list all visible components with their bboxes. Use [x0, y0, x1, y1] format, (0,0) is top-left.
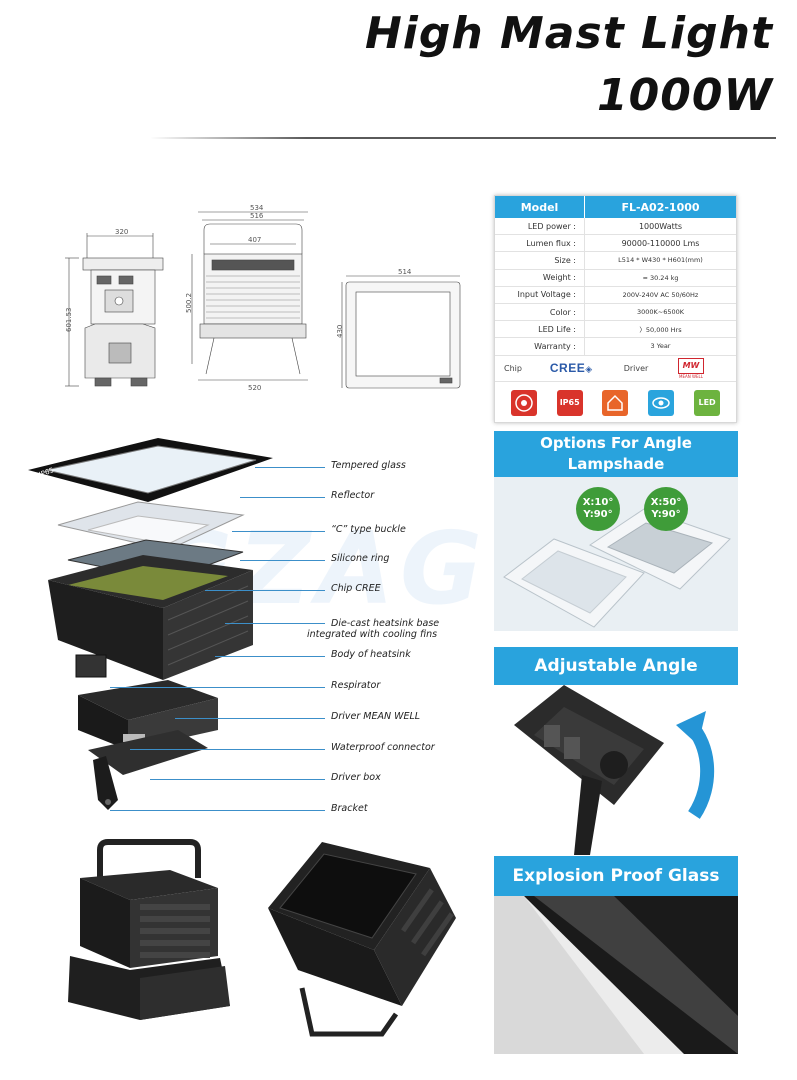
spec-value: L514 * W430 * H601(mm)	[618, 256, 703, 265]
side-view-drawing: 320 601.53	[65, 228, 164, 387]
led-icon: LED	[694, 389, 721, 416]
options-angle-title-line2: Lampshade	[567, 455, 665, 473]
house-icon	[602, 389, 629, 416]
adjustable-angle-panel: Adjustable Angle	[494, 647, 738, 855]
part-label-waterproof-connector: Waterproof connector	[331, 742, 435, 753]
spec-row: Warranty : 3 Year	[495, 338, 736, 356]
certification-icons: IP65 LED	[495, 382, 736, 424]
spec-label: Size :	[495, 252, 585, 269]
ce-cert-icon	[510, 389, 537, 416]
leader-line	[225, 623, 325, 624]
spec-label: LED power :	[495, 218, 585, 235]
adjustable-angle-panel-header: Adjustable Angle	[494, 647, 738, 685]
spec-model-value: FL-A02-1000	[621, 200, 700, 214]
part-label-tempered-glass: Tempered glass	[331, 460, 406, 471]
part-label-heatsink-body: Body of heatsink	[331, 649, 411, 660]
explosion-proof-panel-header: Explosion Proof Glass	[494, 856, 738, 896]
header-divider	[150, 137, 776, 139]
top-view-width-label: 514	[398, 268, 412, 276]
part-label-heatsink-base-line2: integrated with cooling fins	[307, 629, 438, 640]
spec-label: Color :	[495, 303, 585, 321]
spec-label: Weight :	[495, 269, 585, 286]
explosion-proof-panel: Explosion Proof Glass	[494, 856, 738, 1054]
spec-value: ≈ 30.24 kg	[642, 273, 679, 282]
spec-row: Input Voltage : 200V-240V AC 50/60Hz	[495, 286, 736, 304]
part-label-respirator: Respirator	[331, 680, 381, 691]
meanwell-logo: MW MEAN WELL	[661, 357, 721, 379]
spec-table-header: Model FL-A02-1000	[495, 196, 736, 218]
spec-value: 〉50,000 Hrs	[639, 326, 682, 335]
leader-line	[240, 497, 325, 498]
leader-line	[110, 810, 325, 811]
options-angle-panel: Options For Angle Lampshade X:10°Y:90° X…	[494, 431, 738, 631]
spec-table: Model FL-A02-1000 LED power : 1000Watts …	[494, 195, 737, 423]
spec-model-label: Model	[495, 196, 585, 218]
angle-badge-10: X:10°Y:90°	[576, 487, 620, 531]
product-render-front	[68, 839, 230, 1020]
spec-label: Lumen flux :	[495, 235, 585, 252]
page-title: High Mast Light	[364, 8, 773, 59]
part-label-chip-cree: Chip CREE	[331, 583, 381, 594]
spec-value: 200V-240V AC 50/60Hz	[622, 290, 699, 299]
driver-label: Driver	[623, 363, 649, 373]
spec-label: Input Voltage :	[495, 286, 585, 303]
top-view-height-label: 430	[336, 325, 344, 338]
leader-line	[150, 779, 325, 780]
spec-row: Lumen flux : 90000-110000 Lms	[495, 235, 736, 253]
spec-row: Size : L514 * W430 * H601(mm)	[495, 252, 736, 270]
part-label-reflector: Reflector	[331, 490, 375, 501]
product-render-angled	[268, 842, 456, 1037]
chip-label: Chip	[504, 363, 522, 373]
front-view-top-label-2: 516	[250, 212, 264, 220]
front-view-height-label: 500.2	[185, 293, 193, 313]
part-label-bracket: Bracket	[331, 803, 368, 814]
lampshade-illustration	[503, 508, 731, 628]
front-view-drawing: 534 516 407 500.2 520	[185, 204, 308, 392]
front-view-bottom-label: 520	[248, 384, 261, 392]
ip65-icon: IP65	[556, 389, 583, 416]
cree-logo: CREE◈	[549, 361, 593, 375]
leader-line	[175, 718, 325, 719]
top-view-drawing: 514 430	[336, 268, 461, 389]
angle-badge-50: X:50°Y:90°	[644, 487, 688, 531]
leader-line	[130, 749, 325, 750]
part-label-driver-box: Driver box	[331, 772, 381, 783]
glass-illustration	[494, 896, 738, 1054]
eye-icon	[648, 389, 675, 416]
spec-row: LED power : 1000Watts	[495, 218, 736, 236]
adjustable-bracket-illustration	[514, 685, 715, 855]
side-view-width-label: 320	[115, 228, 128, 236]
part-label-heatsink-base: Die-cast heatsink base	[331, 618, 440, 629]
leader-line	[205, 590, 325, 591]
spec-value: 90000-110000 Lms	[621, 238, 700, 248]
part-label-c-buckle: “C” type buckle	[331, 524, 406, 535]
leader-line	[255, 467, 325, 468]
spec-label: LED Life :	[495, 321, 585, 338]
part-label-driver: Driver MEAN WELL	[331, 711, 421, 722]
leader-line	[240, 560, 325, 561]
spec-row: LED Life : 〉50,000 Hrs	[495, 321, 736, 339]
spec-label: Warranty :	[495, 338, 585, 355]
options-angle-panel-header: Options For Angle Lampshade	[494, 431, 738, 477]
front-view-inner-label: 407	[248, 236, 261, 244]
front-view-top-label-1: 534	[250, 204, 264, 212]
page-subtitle-wattage: 1000W	[597, 70, 773, 121]
part-label-silicone-ring: Silicone ring	[331, 553, 390, 564]
leader-line	[110, 687, 325, 688]
leader-line	[232, 531, 325, 532]
spec-row: Weight : ≈ 30.24 kg	[495, 269, 736, 287]
side-view-height-label: 601.53	[65, 308, 73, 333]
leader-line	[215, 656, 325, 657]
chip-driver-row: Chip CREE◈ Driver MW MEAN WELL	[495, 356, 736, 382]
spec-value: 3000K~6500K	[636, 308, 685, 317]
options-angle-title-line1: Options For Angle	[540, 434, 692, 452]
spec-value: 1000Watts	[638, 221, 683, 231]
spec-row: Color : 3000K~6500K	[495, 303, 736, 322]
exploded-view-illustration: IP65	[28, 438, 273, 810]
spec-value: 3 Year	[650, 342, 671, 351]
